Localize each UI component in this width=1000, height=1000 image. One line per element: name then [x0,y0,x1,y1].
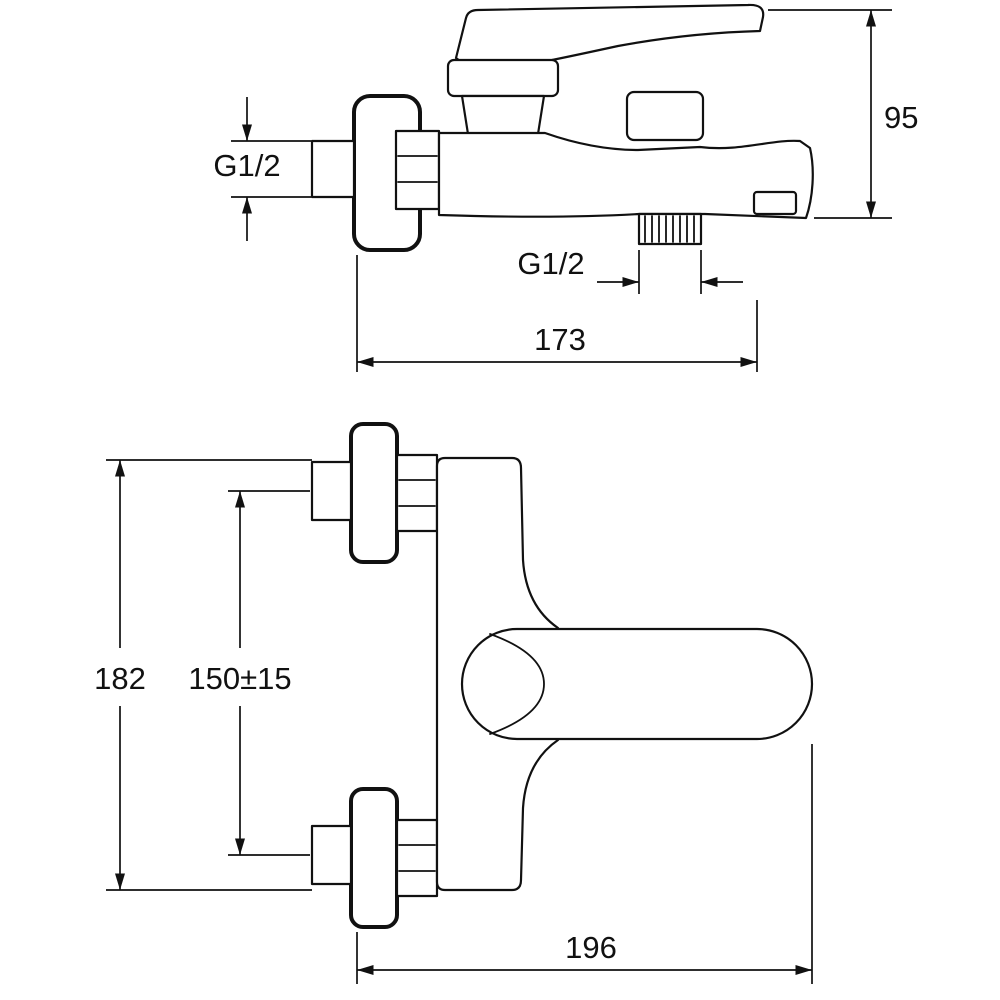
dim-mounting-distance-label: 150±15 [188,661,291,696]
dim-width-label: 196 [565,930,617,965]
inlet-pipe-top [310,460,353,522]
inlet-pipe-side [310,139,356,199]
wall-flange-bottom [349,787,399,929]
thread-hatching [644,215,695,243]
side-view: 95 G1/2 G1/2 [213,3,918,372]
dim-outlet-thread-label: G1/2 [517,246,584,281]
dim-overall-height-label: 182 [94,661,146,696]
handle-base-side [446,58,560,98]
connection-nut-bottom [395,818,439,898]
front-view: 182 150±15 196 [94,422,814,984]
wall-flange-top [349,422,399,564]
connection-nut-top [395,453,439,533]
cartridge-dome-arc [489,633,545,735]
dim-height-label: 95 [884,100,918,135]
lever-handle-front [460,627,814,741]
connection-nut-side [394,129,441,211]
inlet-pipe-bottom [310,824,353,886]
faucet-body-side [437,131,814,220]
dimension-mounting-distance-150: 150±15 [188,490,310,856]
diverter-block-side [625,90,705,142]
dimension-width-196: 196 [356,744,813,984]
cartridge-neck-side [460,94,546,136]
dimension-depth-173: 173 [356,255,758,372]
aerator-insert-side [752,190,798,216]
dimension-height-95: 95 [768,9,918,219]
lever-handle-side [454,3,765,69]
threaded-outlet-side [637,212,703,246]
dim-depth-label: 173 [534,322,586,357]
dimension-outlet-thread: G1/2 [517,246,743,294]
dimension-overall-height-182: 182 [94,459,312,891]
dim-inlet-thread-label: G1/2 [213,148,280,183]
dimension-inlet-thread: G1/2 [213,97,311,241]
